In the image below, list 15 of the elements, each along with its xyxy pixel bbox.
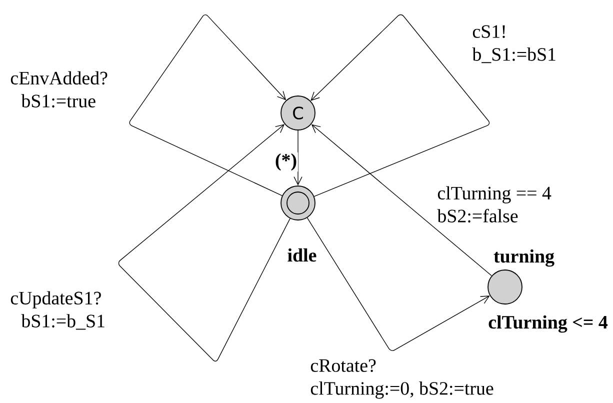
transition-arrow — [311, 124, 492, 276]
transition-arrow — [310, 14, 490, 197]
edge-label: cRotate? clTurning:=0, bS2:=true — [310, 359, 494, 399]
transition-arrow — [118, 124, 290, 362]
transition-arrow — [294, 130, 302, 186]
edge-label: cUpdateS1? bS1:=b_S1 — [10, 291, 104, 330]
transition-arrow — [129, 14, 286, 196]
edge-label: (*) — [274, 152, 298, 172]
edge-label: clTurning == 4 bS2:=false — [437, 186, 552, 223]
edge-label: cS1! b_S1:=bS1 — [472, 25, 556, 64]
transition-arrow — [306, 217, 490, 351]
location-name: idle — [288, 248, 316, 262]
invariant-label: clTurning <= 4 — [488, 315, 608, 333]
location-name: turning — [494, 249, 554, 267]
edge-label: cEnvAdded? bS1:=true — [10, 71, 108, 108]
